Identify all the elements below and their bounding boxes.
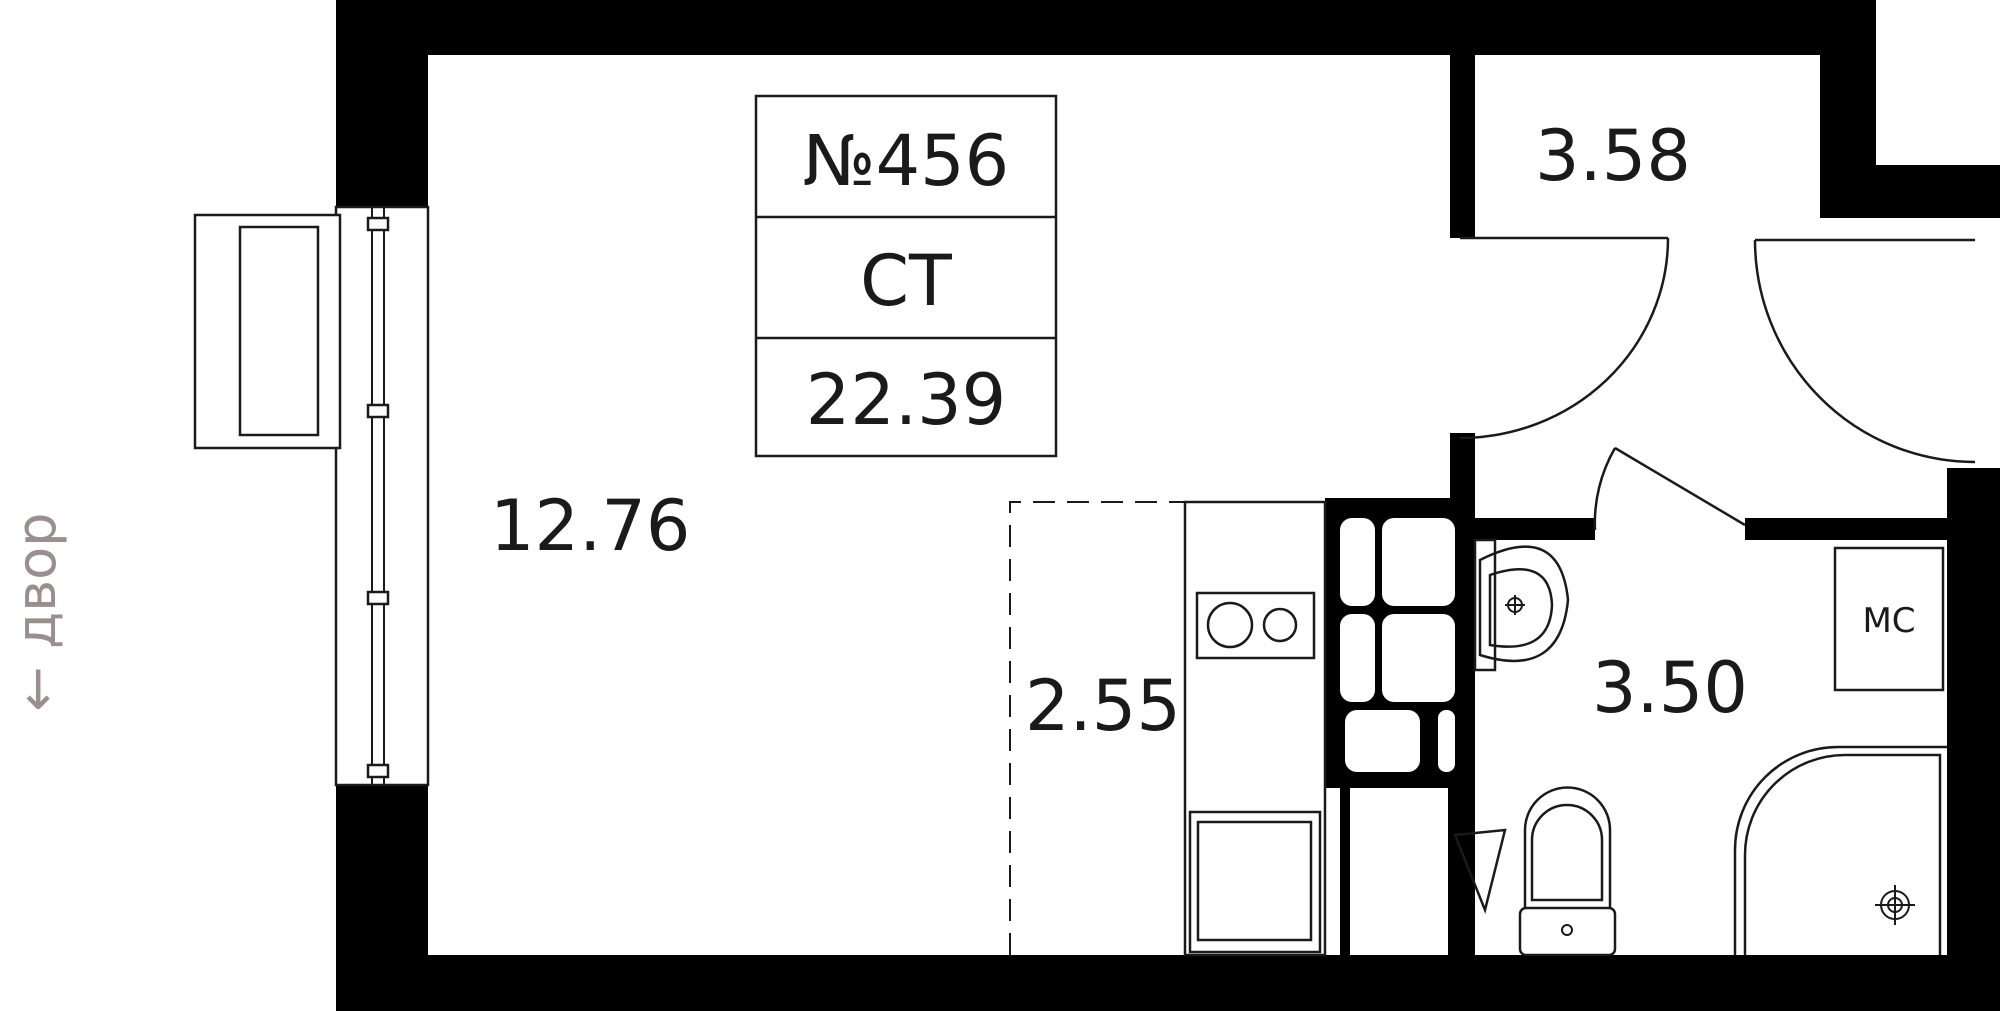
pipe-detail bbox=[1453, 828, 1507, 915]
stove-icon bbox=[1195, 591, 1316, 660]
oven-icon bbox=[1188, 810, 1322, 954]
fridge-icon bbox=[1340, 518, 1455, 772]
door-entrance bbox=[1753, 238, 1976, 464]
kitchen-zone-boundary bbox=[1009, 501, 1185, 955]
washing-machine-icon: МС bbox=[1833, 546, 1945, 692]
sink-icon bbox=[1473, 538, 1570, 672]
door-bathroom bbox=[1593, 446, 1746, 531]
window bbox=[334, 205, 430, 787]
hall-area: 3.58 bbox=[1535, 115, 1691, 197]
door-hall-left bbox=[1459, 236, 1670, 440]
washing-machine-label: МС bbox=[1862, 601, 1915, 641]
balcony-icon bbox=[193, 213, 342, 450]
apartment-number: №456 bbox=[803, 120, 1009, 202]
living-room-area: 12.76 bbox=[490, 485, 690, 567]
bathroom-area: 3.50 bbox=[1592, 647, 1748, 729]
total-area: 22.39 bbox=[806, 359, 1006, 441]
kitchen-area: 2.55 bbox=[1025, 665, 1181, 747]
shower-icon bbox=[1733, 745, 1947, 955]
info-box: №456 СТ 22.39 bbox=[754, 94, 1058, 458]
kitchen-counter bbox=[1183, 500, 1327, 957]
toilet-icon bbox=[1518, 786, 1617, 957]
apartment-type: СТ bbox=[860, 240, 952, 322]
orientation-label: ← двор bbox=[5, 513, 68, 712]
